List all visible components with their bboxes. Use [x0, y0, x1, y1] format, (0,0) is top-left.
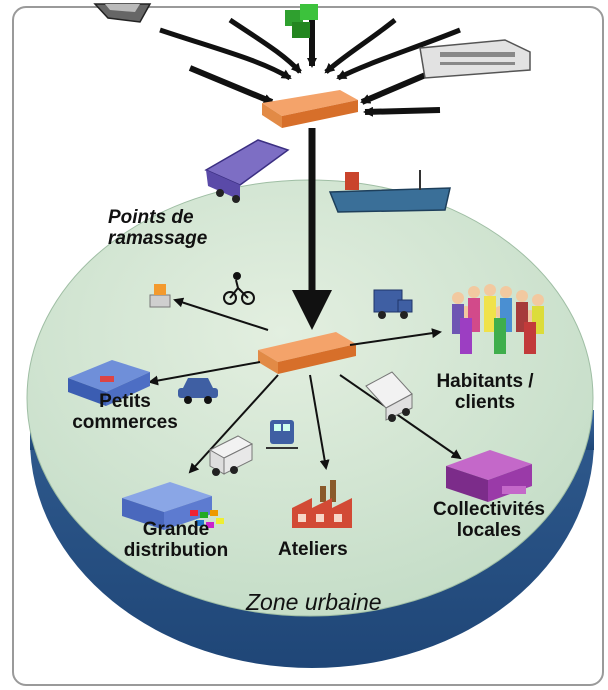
hub-icon	[258, 332, 356, 374]
train-icon	[419, 39, 531, 79]
label-zone-urbaine: Zone urbaine	[246, 589, 382, 615]
hub-icon	[262, 90, 358, 128]
office-building-icon	[446, 450, 532, 502]
label-collectivites-locales: Collectivités locales	[433, 499, 545, 541]
main-flow-arrow	[292, 128, 332, 330]
label-grande-distribution: Grande distribution	[123, 519, 229, 561]
car-icon	[178, 378, 218, 404]
package-icon	[285, 4, 318, 38]
delivery-van-icon	[373, 289, 413, 319]
factory-icon	[292, 480, 352, 528]
cargo-ship-icon	[328, 170, 451, 213]
warehouse-icon	[122, 482, 224, 530]
people-icon	[452, 284, 544, 354]
truck-icon	[204, 139, 290, 203]
train-icon	[266, 420, 298, 449]
store-icon	[68, 360, 150, 406]
cyclist-icon	[223, 272, 255, 305]
distribution-arrows	[148, 297, 462, 474]
label-points-de-ramassage: Points de ramassage	[108, 207, 208, 249]
label-habitants-clients: Habitants / clients	[436, 371, 534, 413]
truck-icon	[208, 435, 254, 476]
truck-icon	[365, 371, 413, 422]
ship-icon	[93, 3, 152, 23]
label-petits-commerces: Petits commerces	[72, 391, 178, 433]
label-ateliers: Ateliers	[278, 539, 348, 560]
pickup-point-icon	[149, 284, 171, 308]
